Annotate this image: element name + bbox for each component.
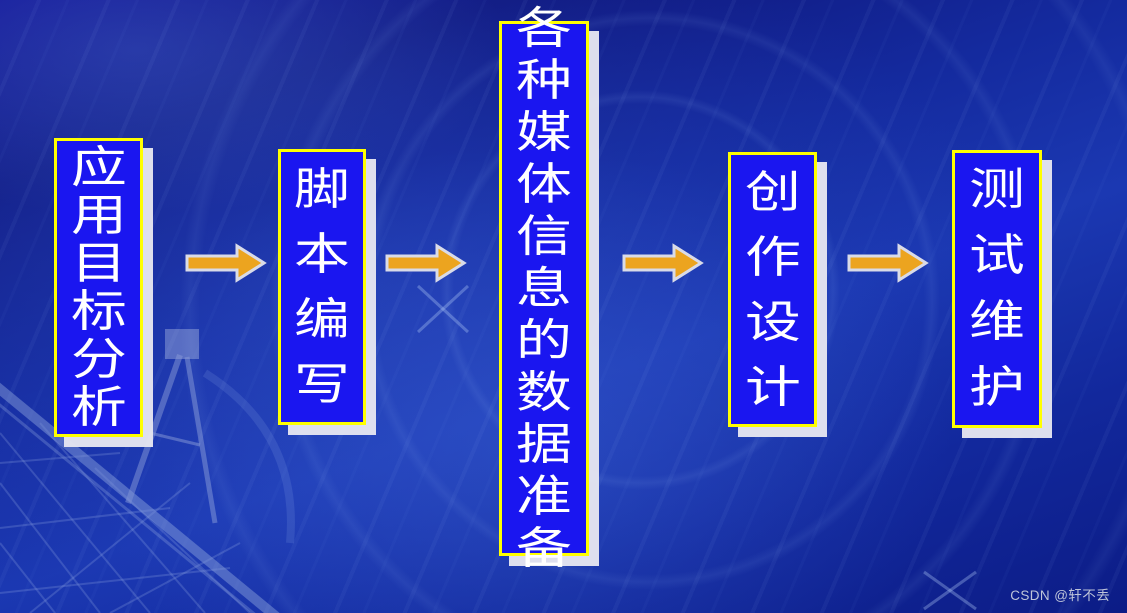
sparkle-icon	[416, 284, 470, 334]
flow-step-label: 脚本编写	[294, 165, 350, 409]
flow-step-creative-design: 创作设计	[728, 152, 817, 427]
telescope-feed-cabin	[165, 329, 199, 359]
flow-step-media-data-preparation: 各种媒体信息的数据准备	[499, 4, 589, 573]
sparkle-icon	[923, 570, 977, 611]
flow-step-script-writing: 脚本编写	[278, 149, 366, 425]
flow-step-application-goal-analysis: 应用目标分析	[54, 138, 143, 437]
flow-step-label: 测试维护	[969, 165, 1025, 412]
csdn-watermark: CSDN @轩不丢	[1010, 588, 1110, 603]
flow-step-testing-maintenance: 测试维护	[952, 150, 1042, 428]
right-arrow-icon	[847, 243, 929, 283]
flow-step-label: 创作设计	[744, 167, 801, 412]
right-arrow-icon	[385, 243, 467, 283]
telescope-background-image	[0, 329, 295, 613]
flow-step-label: 各种媒体信息的数据准备	[516, 3, 572, 573]
right-arrow-icon	[185, 243, 267, 283]
flow-step-label: 应用目标分析	[70, 142, 127, 432]
right-arrow-icon	[622, 243, 704, 283]
